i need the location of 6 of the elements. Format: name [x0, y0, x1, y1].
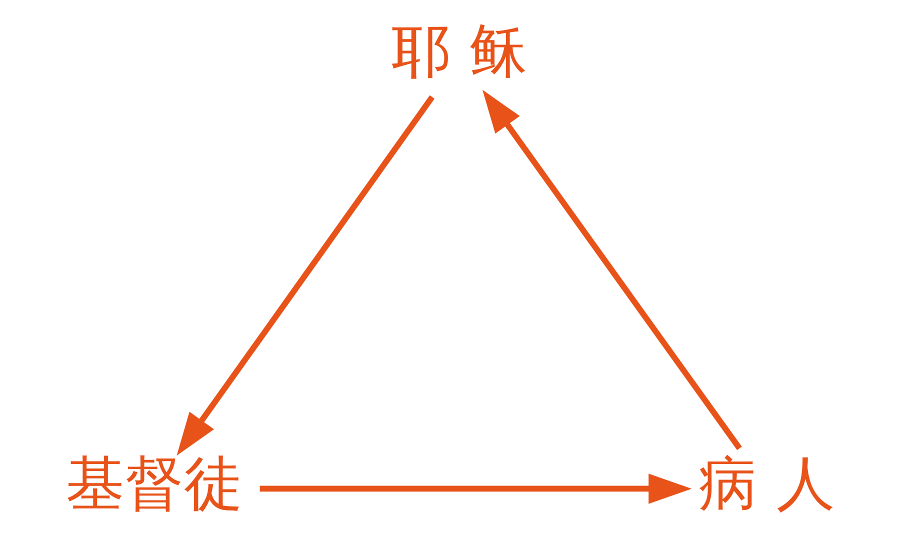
arrow: [259, 474, 692, 504]
node-text: 耶 稣: [390, 16, 528, 85]
node-text: 基督徒: [66, 449, 243, 518]
arrow: [176, 95, 434, 456]
node-text: 病 人: [698, 449, 835, 518]
arrow: [482, 90, 742, 450]
